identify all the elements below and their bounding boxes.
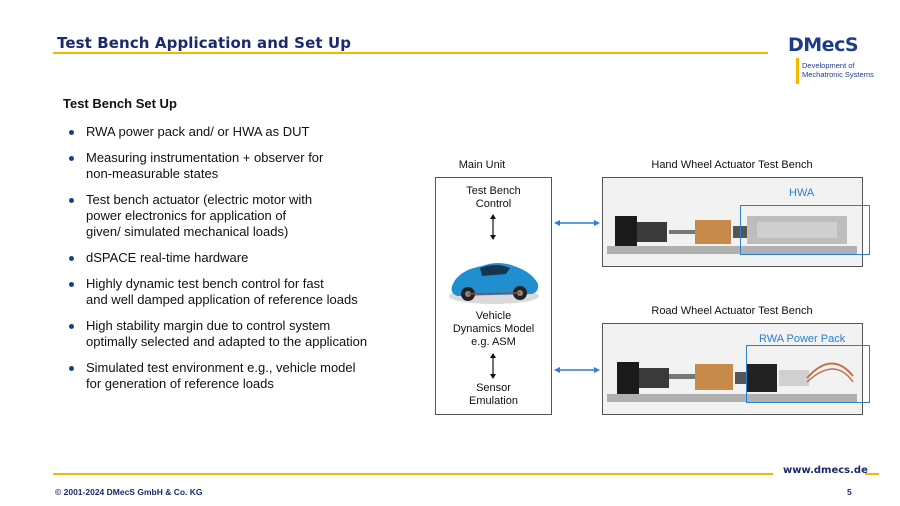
vehicle-dynamics-model-label: Vehicle Dynamics Model e.g. ASM [452,310,535,348]
bullet-item: dSPACE real-time hardware [68,250,428,266]
section-title: Test Bench Set Up [63,96,177,111]
main-unit-box: Test Bench Control Vehicle Dynamics Mode… [435,177,552,415]
hwa-dut-highlight [740,205,870,255]
bullet-dot-icon [69,198,74,203]
rwa-bench-photo-icon [607,362,857,402]
bullet-item: High stability margin due to control sys… [68,318,428,350]
title-divider [53,52,768,54]
logo-wordmark: DMecS [788,34,859,56]
logo-subtitle-line2: Mechatronic Systems [802,70,874,79]
bullet-dot-icon [69,324,74,329]
bullet-dot-icon [69,130,74,135]
footer-url: www.dmecs.de [783,465,868,476]
hwa-link-arrow-icon [554,220,600,226]
sensor-emulation-label: Sensor Emulation [469,382,518,407]
footer-copyright: © 2001-2024 DMecS GmbH & Co. KG [55,487,203,497]
footer-divider-end [865,473,879,475]
double-arrow-vertical-icon [490,353,496,379]
rwa-bench-caption: Road Wheel Actuator Test Bench [651,305,813,317]
bullet-list: RWA power pack and/ or HWA as DUT Measur… [68,124,428,402]
hwa-label: HWA [789,187,815,199]
bullet-dot-icon [69,256,74,261]
vehicle-illustration-icon [449,263,539,304]
logo-accent-bar [796,58,799,84]
dmecs-logo: DMecS Development of Mechatronic Systems [776,34,886,88]
slide-title: Test Bench Application and Set Up [57,34,352,52]
rwa-dut-highlight [746,345,870,403]
bullet-item: Simulated test environment e.g., vehicle… [68,360,428,392]
hwa-bench-photo-icon [607,216,857,254]
bullet-item: Highly dynamic test bench control for fa… [68,276,428,308]
page-number: 5 [847,487,852,497]
bullet-item: Test bench actuator (electric motor with… [68,192,428,240]
rwa-link-arrow-icon [554,367,600,373]
logo-subtitle-line1: Development of [802,61,855,70]
test-bench-diagram: Main Unit Test Bench Control Vehicle Dyn… [430,158,870,420]
footer-divider [53,473,773,475]
bullet-item: Measuring instrumentation + observer for… [68,150,428,182]
double-arrow-vertical-icon [490,214,496,240]
hwa-test-bench-box: HWA [602,177,870,267]
bullet-item: RWA power pack and/ or HWA as DUT [68,124,428,140]
rwa-power-pack-label: RWA Power Pack [759,333,846,345]
bullet-dot-icon [69,366,74,371]
bullet-dot-icon [69,156,74,161]
test-bench-control-label: Test Bench Control [466,185,521,210]
rwa-test-bench-box: RWA Power Pack [602,323,870,415]
bullet-dot-icon [69,282,74,287]
hwa-bench-caption: Hand Wheel Actuator Test Bench [651,159,813,171]
main-unit-caption: Main Unit [458,159,506,171]
logo-subtitle: Development of Mechatronic Systems [802,61,874,79]
